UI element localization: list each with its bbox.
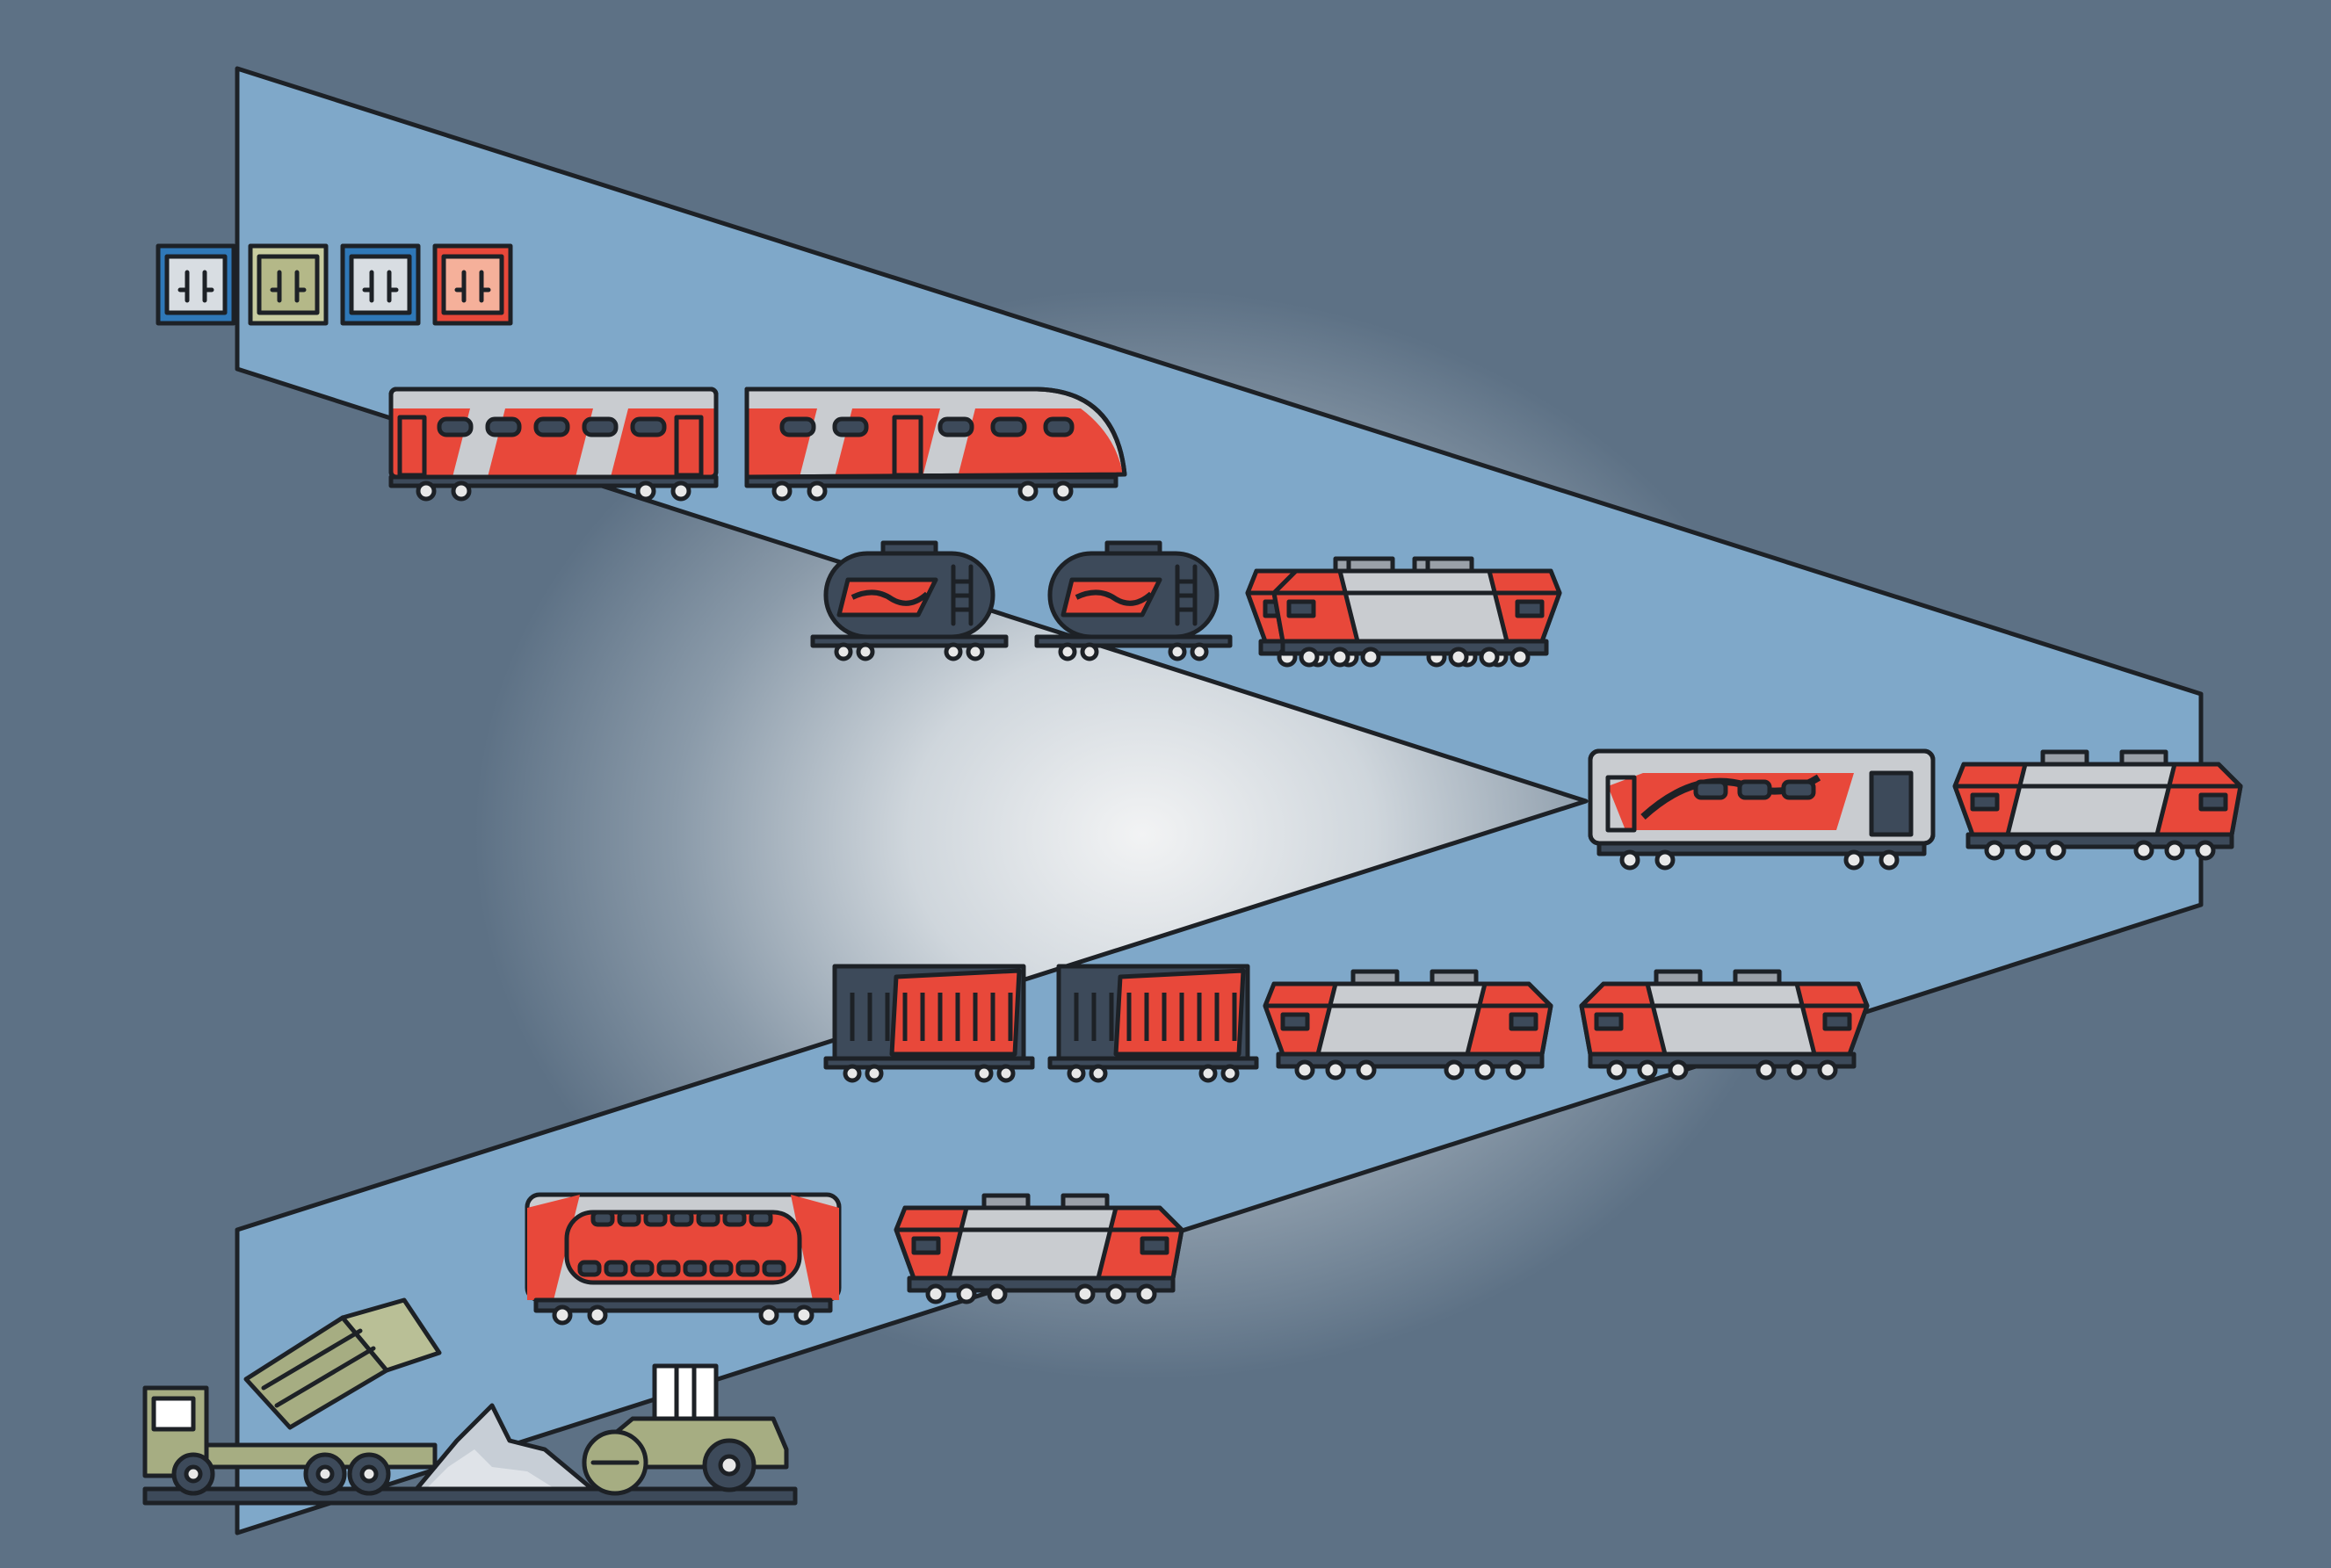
ground-strip [142, 1486, 798, 1506]
freight-wagon-icon [1050, 966, 1256, 1080]
container-blue-icon [156, 243, 236, 326]
electric-locomotive-icon [1955, 752, 2241, 858]
commuter-car-icon [391, 389, 716, 499]
container-blue-icon [340, 243, 421, 326]
double-decker-car-icon [525, 1192, 842, 1326]
tank-car-icon [813, 543, 1006, 659]
train-row-3 [1588, 748, 2241, 871]
containers-row [156, 243, 513, 326]
electric-locomotive-icon [1265, 972, 1551, 1078]
train-row-1 [391, 387, 1127, 502]
freight-wagon-icon [826, 966, 1032, 1080]
container-olive-icon [248, 243, 329, 326]
train-row-5 [525, 1192, 1182, 1326]
dump-truck-icon [142, 1297, 442, 1496]
electric-locomotive-icon [1274, 559, 1560, 665]
construction-scene [142, 1297, 798, 1506]
train-row-2 [813, 543, 1560, 665]
electric-locomotive-icon [896, 1196, 1182, 1302]
container-salmon-icon [432, 243, 513, 326]
road-roller-icon [582, 1363, 789, 1496]
commuter-head-car-icon [744, 387, 1127, 502]
electric-locomotive-icon [1582, 972, 1867, 1078]
tank-car-icon [1037, 543, 1230, 659]
passenger-car-rzd-icon [1588, 748, 1936, 871]
train-row-4 [826, 966, 1867, 1080]
